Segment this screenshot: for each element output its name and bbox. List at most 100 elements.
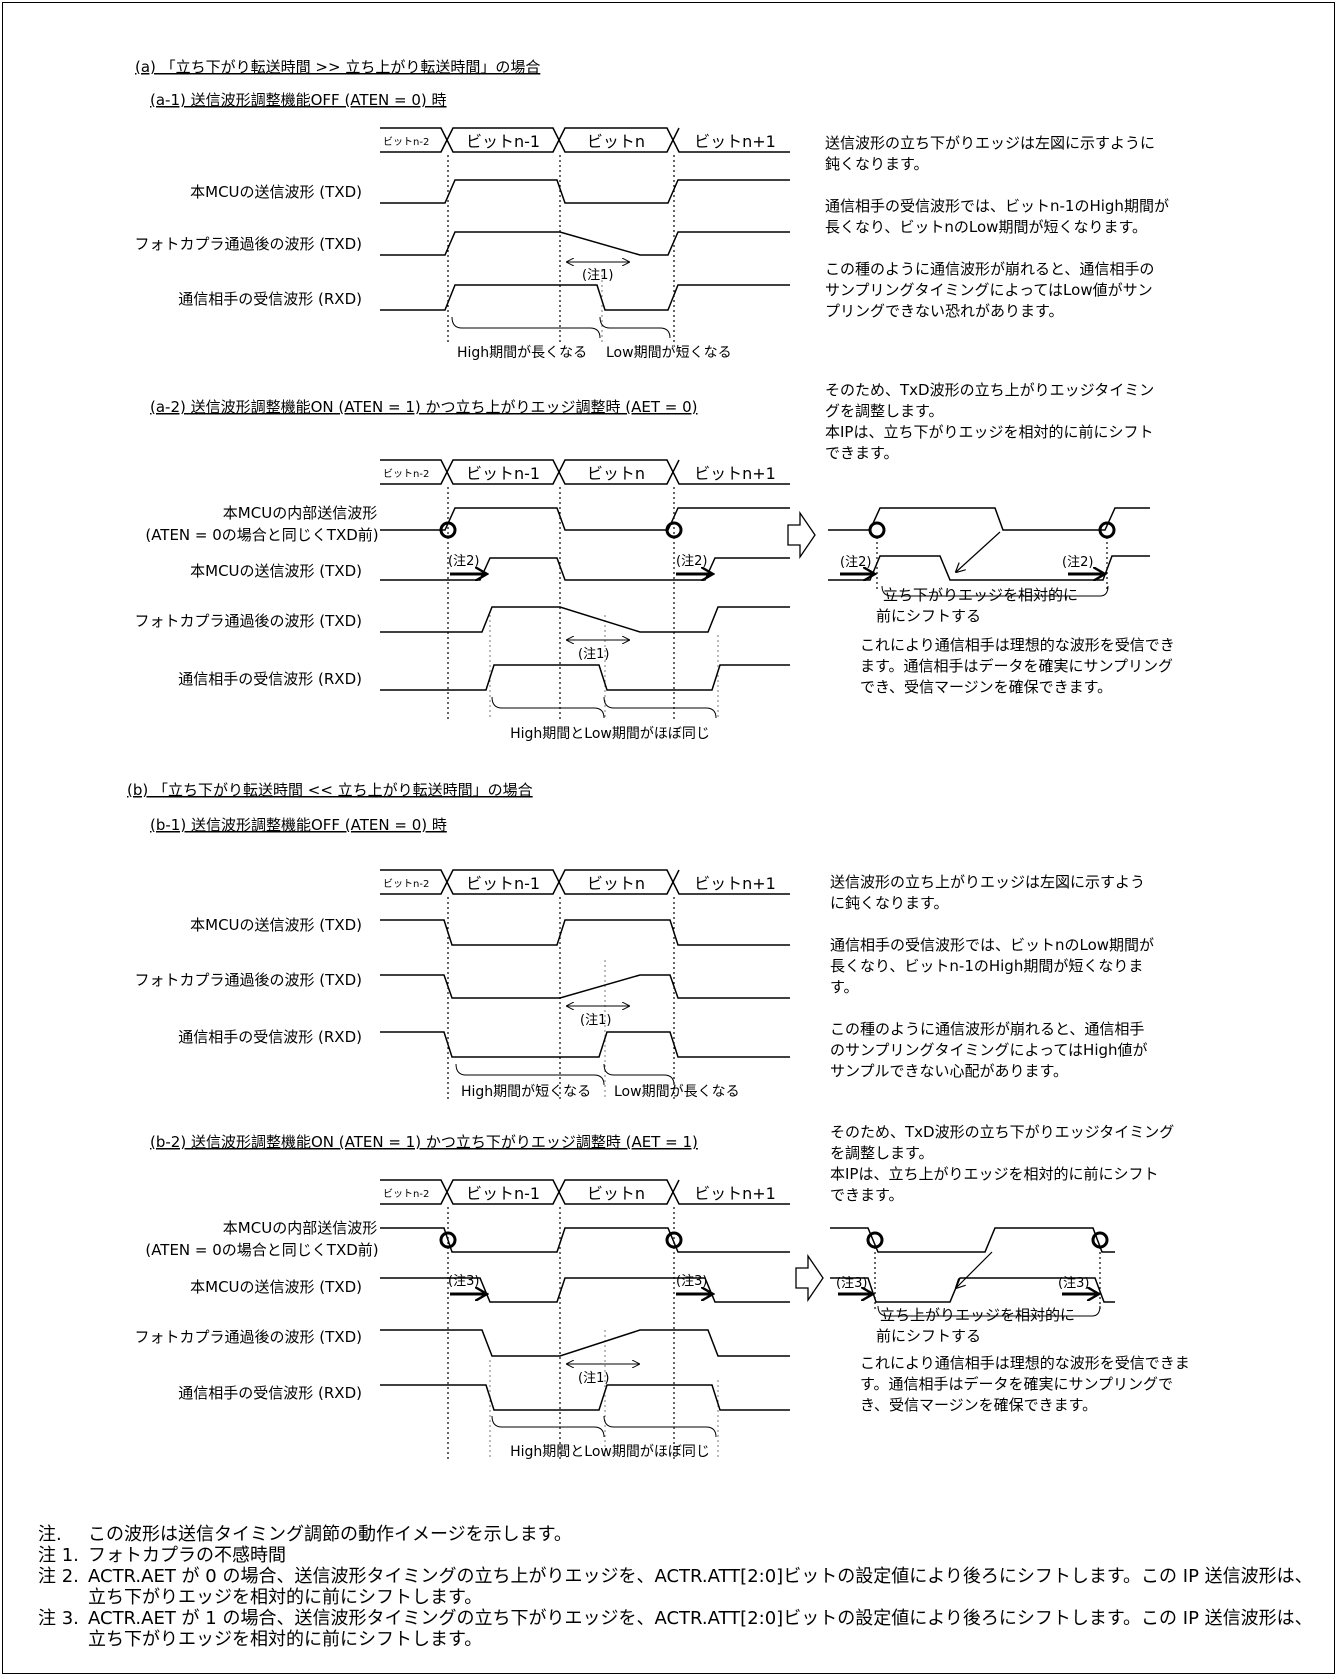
description-line: これにより通信相手は理想的な波形を受信でき — [860, 636, 1175, 654]
a2-mini-diagram — [828, 507, 1150, 597]
timing-diagram: (a) 「立ち下がり転送時間 >> 立ち上がり転送時間」の場合 (a-1) 送信… — [127, 58, 1190, 1460]
b2-mini-shift-1: 立ち上がりエッジを相対的に — [880, 1306, 1075, 1324]
description-line: できます。 — [825, 444, 899, 462]
a1-diagram — [380, 127, 790, 345]
b1-description: 送信波形の立ち上がりエッジは左図に示すように鈍くなります。通信相手の受信波形では… — [830, 873, 1154, 1080]
footnote-text: ACTR.AET が 0 の場合、送信波形タイミングの立ち上がりエッジを、ACT… — [88, 1566, 1313, 1608]
b2-mini-diagram — [830, 1227, 1115, 1317]
description-line: 長くなり、ビットnのLow期間が短くなります。 — [825, 218, 1147, 236]
a2-mini-shift-2: 前にシフトする — [876, 607, 981, 625]
a1-high-long: High期間が長くなる — [457, 345, 587, 361]
description-line: を調整します。 — [830, 1144, 934, 1162]
b1-bit-n1: ビットn-1 — [466, 874, 540, 893]
section-b1-title: (b-1) 送信波形調整機能OFF (ATEN = 0) 時 — [150, 816, 447, 834]
b2-label-internal: 本MCUの内部送信波形 — [223, 1219, 377, 1237]
a1-bit-n1: ビットn-1 — [466, 132, 540, 151]
description-line: のサンプリングタイミングによってはHigh値が — [830, 1041, 1148, 1059]
description-line: サンプルできない心配があります。 — [830, 1062, 1068, 1080]
description-line: 本IPは、立ち上がりエッジを相対的に前にシフト — [830, 1165, 1158, 1183]
b2-note1: (注1) — [578, 1371, 609, 1386]
a1-bit-n2: ビットn-2 — [383, 136, 429, 148]
footnote-text: この波形は送信タイミング調節の動作イメージを示します。 — [88, 1524, 572, 1545]
a2-bit-n2: ビットn-2 — [383, 468, 429, 480]
description-line: サンプリングタイミングによってはLow値がサン — [825, 281, 1153, 299]
section-a2-title: (a-2) 送信波形調整機能ON (ATEN = 1) かつ立ち上がりエッジ調整… — [150, 398, 698, 416]
description-line: ます。通信相手はデータを確実にサンプリング — [860, 657, 1173, 675]
footnote: 注 2. ACTR.AET が 0 の場合、送信波形タイミングの立ち上がりエッジを… — [38, 1566, 1318, 1608]
a1-bit-n+1: ビットn+1 — [694, 132, 776, 151]
description-line: 鈍くなります。 — [825, 155, 929, 173]
section-b-title: (b) 「立ち下がり転送時間 << 立ち上がり転送時間」の場合 — [127, 781, 533, 799]
a2-mini-shift-1: 立ち下がりエッジを相対的に — [883, 586, 1078, 604]
section-a1-title: (a-1) 送信波形調整機能OFF (ATEN = 0) 時 — [150, 91, 447, 109]
a2-bit-n1: ビットn-1 — [466, 464, 540, 483]
a2-description: そのため、TxD波形の立ち上がりエッジタイミングを調整します。本IPは、立ち下が… — [825, 381, 1154, 462]
section-b2-title: (b-2) 送信波形調整機能ON (ATEN = 1) かつ立ち下がりエッジ調整… — [150, 1133, 698, 1151]
a2-note1: (注1) — [578, 647, 609, 662]
description-line: でき、受信マージンを確保できます。 — [860, 678, 1112, 696]
footnote-mark: 注 1. — [38, 1545, 79, 1566]
a2-hollow-arrow — [787, 510, 816, 560]
b2-bit-n2: ビットn-2 — [383, 1188, 429, 1200]
b2-bit-n1: ビットn-1 — [466, 1184, 540, 1203]
b1-note1: (注1) — [580, 1013, 611, 1028]
b2-label-mcu-txd: 本MCUの送信波形 (TXD) — [190, 1278, 362, 1296]
b2-mini-shift-2: 前にシフトする — [876, 1327, 981, 1345]
a2-label-photo-txd: フォトカプラ通過後の波形 (TXD) — [135, 612, 362, 630]
footnote-text: フォトカプラの不感時間 — [88, 1545, 286, 1566]
description-line: 本IPは、立ち下がりエッジを相対的に前にシフト — [825, 423, 1153, 441]
b2-note3-left: (注3) — [448, 1274, 479, 1289]
description-line: 通信相手の受信波形では、ビットn-1のHigh期間が — [825, 197, 1169, 215]
a1-bit-n: ビットn — [587, 132, 645, 151]
a2-bit-n: ビットn — [587, 464, 645, 483]
description-line: に鈍くなります。 — [830, 894, 949, 912]
a2-label-partner-rxd: 通信相手の受信波形 (RXD) — [178, 670, 362, 688]
b1-bit-n+1: ビットn+1 — [694, 874, 776, 893]
b1-label-photo-txd: フォトカプラ通過後の波形 (TXD) — [135, 971, 362, 989]
footnote-mark: 注 2. — [38, 1566, 79, 1587]
b2-result-description: これにより通信相手は理想的な波形を受信できます。通信相手はデータを確実にサンプリ… — [860, 1354, 1190, 1414]
a1-label-partner-rxd: 通信相手の受信波形 (RXD) — [178, 290, 362, 308]
description-line: この種のように通信波形が崩れると、通信相手の — [825, 260, 1154, 278]
b1-diagram — [380, 869, 790, 1100]
b2-mini-note3-left: (注3) — [836, 1276, 867, 1291]
b1-low-long: Low期間が長くなる — [614, 1084, 740, 1100]
b1-bit-n2: ビットn-2 — [383, 878, 429, 890]
description-line: そのため、TxD波形の立ち下がりエッジタイミング — [830, 1123, 1174, 1141]
a2-result-description: これにより通信相手は理想的な波形を受信できます。通信相手はデータを確実にサンプリ… — [860, 636, 1175, 696]
description-line: これにより通信相手は理想的な波形を受信できま — [860, 1354, 1190, 1372]
a1-note1: (注1) — [582, 268, 613, 283]
description-line: す。 — [830, 978, 859, 996]
description-line: 送信波形の立ち下がりエッジは左図に示すように — [825, 134, 1155, 152]
footnote: 注. この波形は送信タイミング調節の動作イメージを示します。 — [38, 1524, 1318, 1545]
a2-bit-n+1: ビットn+1 — [694, 464, 776, 483]
b1-bit-n: ビットn — [587, 874, 645, 893]
b2-label-partner-rxd: 通信相手の受信波形 (RXD) — [178, 1384, 362, 1402]
a2-diagram — [380, 459, 790, 720]
a2-note2-left: (注2) — [448, 554, 479, 569]
b2-note3-right: (注3) — [676, 1274, 707, 1289]
b2-same: High期間とLow期間がほぼ同じ — [510, 1444, 710, 1460]
description-line: 送信波形の立ち上がりエッジは左図に示すよう — [830, 873, 1145, 891]
b2-mini-note3-right: (注3) — [1058, 1276, 1089, 1291]
footnote: 注 3.ACTR.AET が 1 の場合、送信波形タイミングの立ち下がりエッジを… — [38, 1608, 1318, 1650]
a1-description: 送信波形の立ち下がりエッジは左図に示すように鈍くなります。通信相手の受信波形では… — [825, 134, 1169, 320]
a2-label-internal: 本MCUの内部送信波形 — [223, 504, 377, 522]
description-line: できます。 — [830, 1186, 904, 1204]
b1-label-mcu-txd: 本MCUの送信波形 (TXD) — [190, 916, 362, 934]
footnote-text: ACTR.AET が 1 の場合、送信波形タイミングの立ち下がりエッジを、ACT… — [88, 1608, 1313, 1650]
a2-mini-note2-left: (注2) — [840, 555, 871, 570]
description-line: 長くなり、ビットn-1のHigh期間が短くなりま — [830, 957, 1143, 975]
a2-label-internal-note: (ATEN = 0の場合と同じくTXD前) — [145, 526, 378, 544]
a1-label-photo-txd: フォトカプラ通過後の波形 (TXD) — [135, 235, 362, 253]
description-line: 通信相手の受信波形では、ビットnのLow期間が — [830, 936, 1154, 954]
description-line: き、受信マージンを確保できます。 — [860, 1396, 1097, 1414]
description-line: この種のように通信波形が崩れると、通信相手 — [830, 1020, 1144, 1038]
description-line: プリングできない恐れがあります。 — [825, 302, 1064, 320]
b2-bit-n: ビットn — [587, 1184, 645, 1203]
b2-label-photo-txd: フォトカプラ通過後の波形 (TXD) — [135, 1328, 362, 1346]
footnote-mark: 注. — [38, 1524, 62, 1545]
description-line: そのため、TxD波形の立ち上がりエッジタイミン — [825, 381, 1154, 399]
b2-description: そのため、TxD波形の立ち下がりエッジタイミングを調整します。本IPは、立ち上が… — [830, 1123, 1174, 1204]
